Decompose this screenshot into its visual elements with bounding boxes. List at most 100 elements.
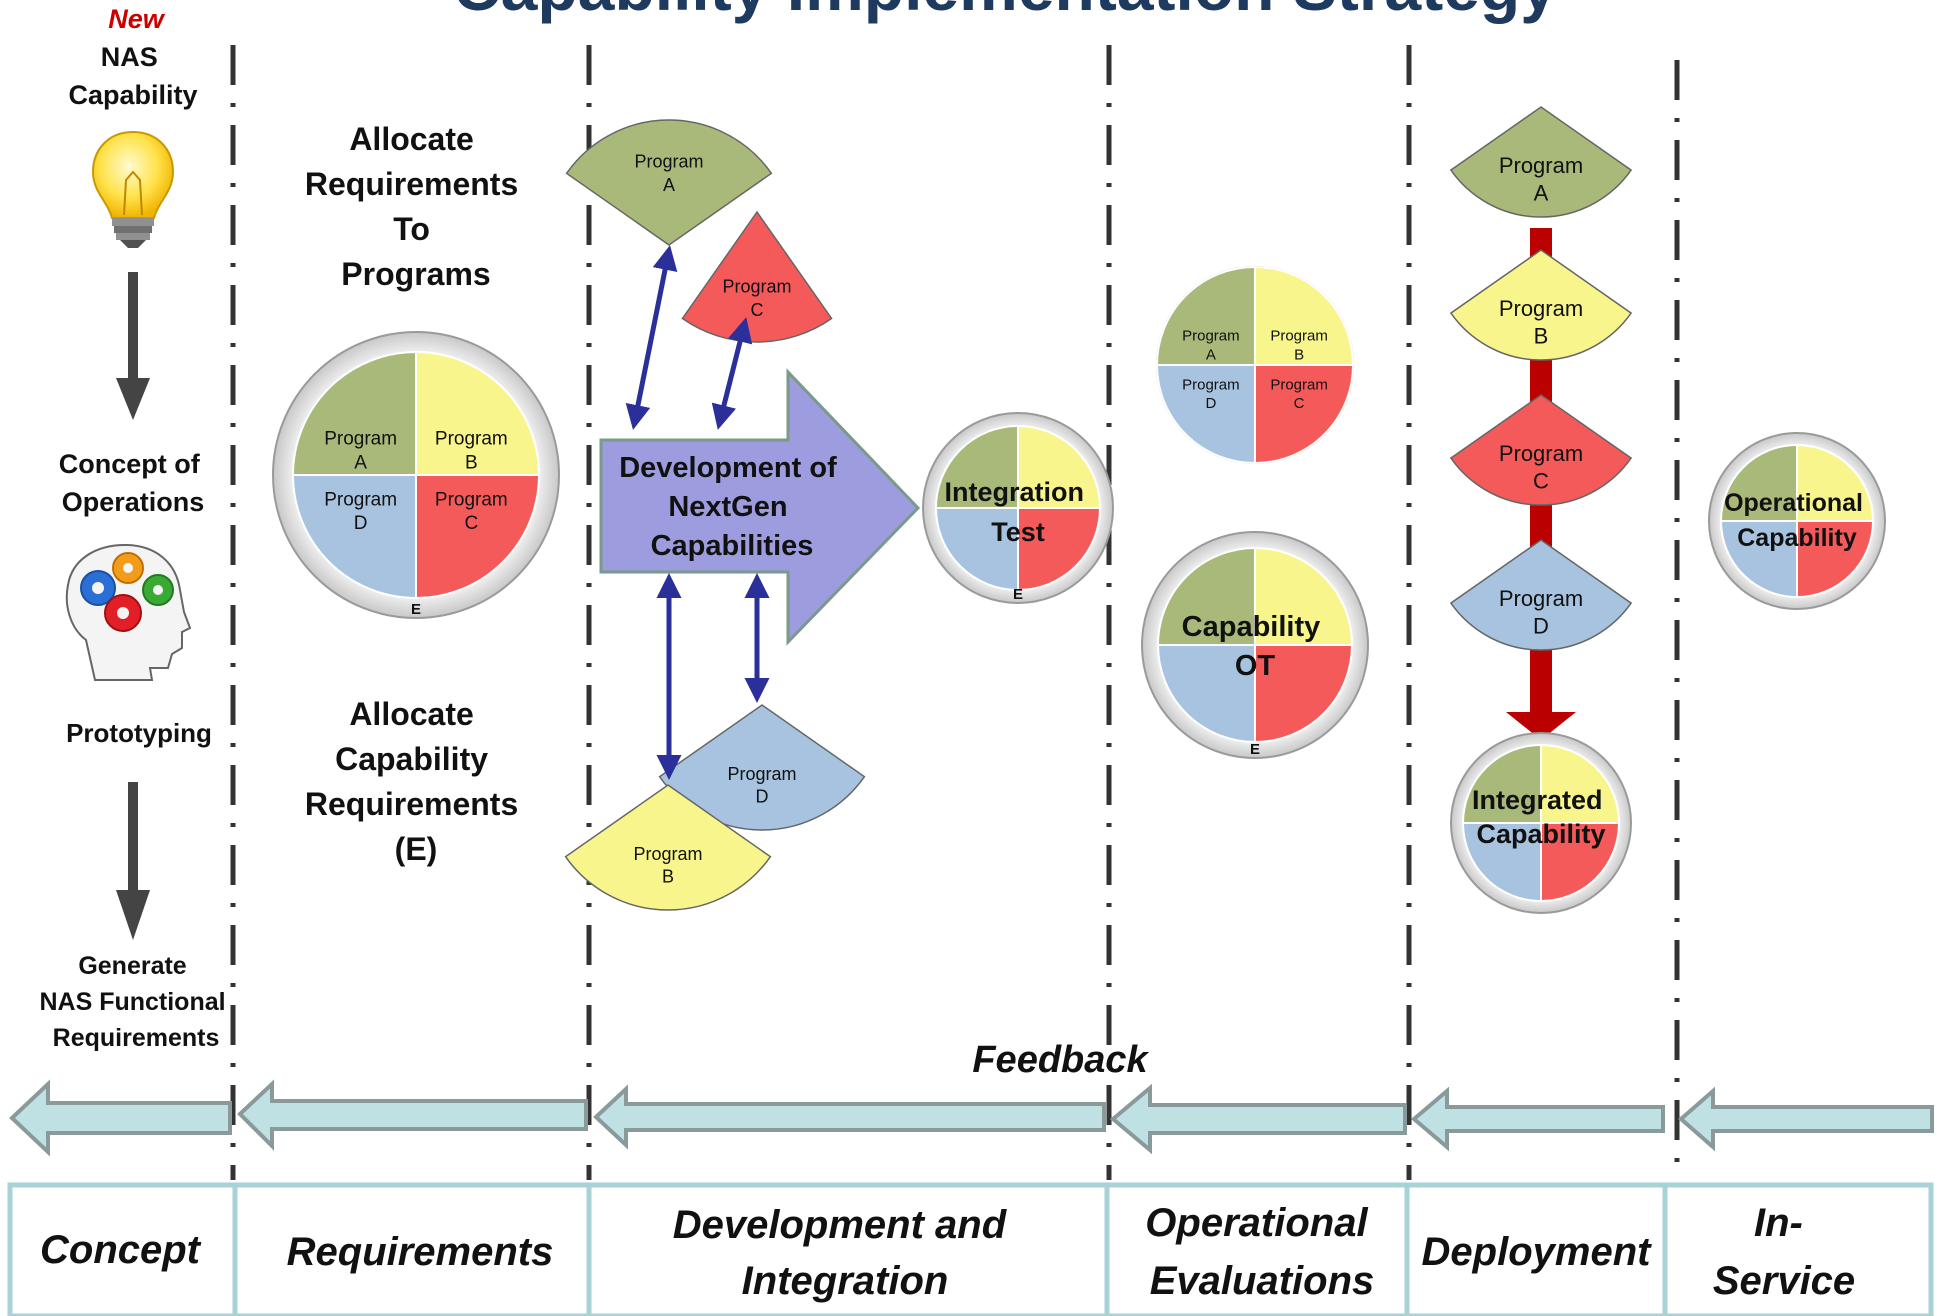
deploy-wedge-program-b [1449, 249, 1633, 361]
phase-bar: Concept Requirements Development and Int… [7, 1182, 1934, 1316]
wheel-segment-program-d [291, 474, 417, 600]
phase-operational-evaluations: Operational Evaluations [1145, 1201, 1378, 1303]
wheel-segment-program-a [1461, 743, 1542, 824]
dev-wedge-program-b [564, 784, 772, 911]
capability-ot-line: OT [1235, 650, 1276, 682]
wheel-label-line: Program [435, 489, 508, 510]
deploy-wedge-program-c-label-line: C [1533, 469, 1549, 494]
feedback-arrow [237, 1079, 588, 1151]
wheel-label-line: A [354, 452, 367, 473]
allocate-capability-label: Allocate Capability Requirements (E) [305, 696, 527, 867]
deployment-arrow-head [1506, 712, 1576, 740]
dev-wedge-program-a [565, 119, 773, 246]
operational-capability-label: Operational Capability [1724, 489, 1870, 552]
feedback-arrow [1677, 1086, 1934, 1152]
wheel-label-line: Program [324, 429, 397, 450]
wheel-segment-program-b [1017, 424, 1102, 509]
wheel-label-line: D [1205, 395, 1216, 412]
deploy-wedge-program-a-label-line: Program [1499, 153, 1583, 178]
wheel-center-label-line: E [1250, 741, 1260, 758]
wheel-segment-program-a [1156, 546, 1256, 646]
phase-requirements-line: Requirements [287, 1230, 554, 1274]
wheel-label-line: Program [324, 489, 397, 510]
deploy-wedge-program-c [1449, 394, 1633, 506]
feedback-arrow [1410, 1086, 1665, 1152]
operational-capability-line: Operational [1724, 489, 1863, 517]
wheel-segment-program-b [1254, 546, 1354, 646]
wheel-segment-program-b [1254, 265, 1355, 366]
phase-inservice: In- Service [1713, 1201, 1855, 1303]
wheel-segment-program-c [1540, 822, 1621, 903]
wheel-segment-program-c [415, 474, 541, 600]
new-label: New [108, 4, 166, 34]
wheel-segment-program-b [1540, 743, 1621, 824]
generate-requirements-line: Requirements [53, 1024, 220, 1052]
wheel-label-line: Program [1182, 328, 1240, 345]
integration-test-line: Integration [944, 477, 1084, 507]
nas-capability-label: NAS Capability [68, 42, 197, 110]
integration-test-label: Integration Test [944, 477, 1091, 547]
wheel-segment-program-a [1719, 443, 1798, 522]
concept-of-operations-label: Concept of Operations [59, 449, 208, 517]
concept-column: New NAS Capability Concept of Operations [39, 4, 225, 1052]
operational-capability-wheel [1708, 432, 1886, 610]
feedback-arrow [1109, 1083, 1407, 1155]
prototyping-label: Prototyping [66, 718, 212, 748]
wheel-segment-program-b [415, 350, 541, 476]
wheel-segment-program-b [1796, 443, 1875, 522]
allocate-to-programs-line: To [393, 211, 430, 247]
allocate-capability-line: Capability [335, 741, 488, 777]
allocate-to-programs-line: Programs [341, 256, 490, 292]
deploy-wedge-program-d-label-line: D [1533, 614, 1549, 639]
development-arrow-label: Development of NextGen Capabilities [619, 452, 845, 562]
integrated-capability-wheel [1450, 732, 1632, 914]
allocate-to-programs-label: Allocate Requirements To Programs [305, 121, 527, 292]
development-arrow-line: Capabilities [651, 530, 814, 562]
integrated-capability-line: Capability [1476, 819, 1605, 849]
deploy-wedge-program-b-label-line: B [1534, 324, 1549, 349]
phase-inservice-line: Service [1713, 1259, 1855, 1303]
double-arrow-icon [711, 317, 753, 430]
wheel-label-line: B [465, 452, 478, 473]
nas-capability-line: Capability [68, 80, 197, 110]
phase-deployment-line: Deployment [1422, 1230, 1653, 1274]
wheel-segment-program-c [1254, 644, 1354, 744]
wheel-label-line: Program [1270, 376, 1328, 393]
deploy-wedge-program-d-label-line: Program [1499, 586, 1583, 611]
wheel-segment-program-a [934, 424, 1019, 509]
concept-of-operations-line: Operations [62, 487, 205, 517]
allocate-to-programs-line: Allocate [349, 121, 473, 157]
head-gears-icon [65, 543, 192, 681]
phase-operational-evaluations-line: Operational [1145, 1201, 1368, 1245]
column-separators [230, 45, 1680, 1180]
wheel-segment-program-d [1719, 520, 1798, 599]
allocate-to-programs-line: Requirements [305, 166, 518, 202]
development-arrow-line: NextGen [668, 491, 787, 523]
wheel-segment-program-a [291, 350, 417, 476]
wheel-segment-program-c [1254, 364, 1355, 465]
dev-wedge-program-d-label-line: Program [727, 764, 796, 784]
wheel-segment-program-c [1796, 520, 1875, 599]
integrated-capability-label: Integrated Capability [1472, 785, 1610, 849]
dev-wedge-program-d-label-line: D [756, 787, 769, 807]
wheel-label-line: A [1206, 346, 1216, 363]
dev-wedge-program-b-label-line: Program [633, 844, 702, 864]
phase-operational-evaluations-line: Evaluations [1150, 1259, 1375, 1303]
wheel-segment-program-d [1156, 644, 1256, 744]
deploy-wedge-program-c-label-line: Program [1499, 441, 1583, 466]
deploy-wedge-program-b-label-line: Program [1499, 296, 1583, 321]
